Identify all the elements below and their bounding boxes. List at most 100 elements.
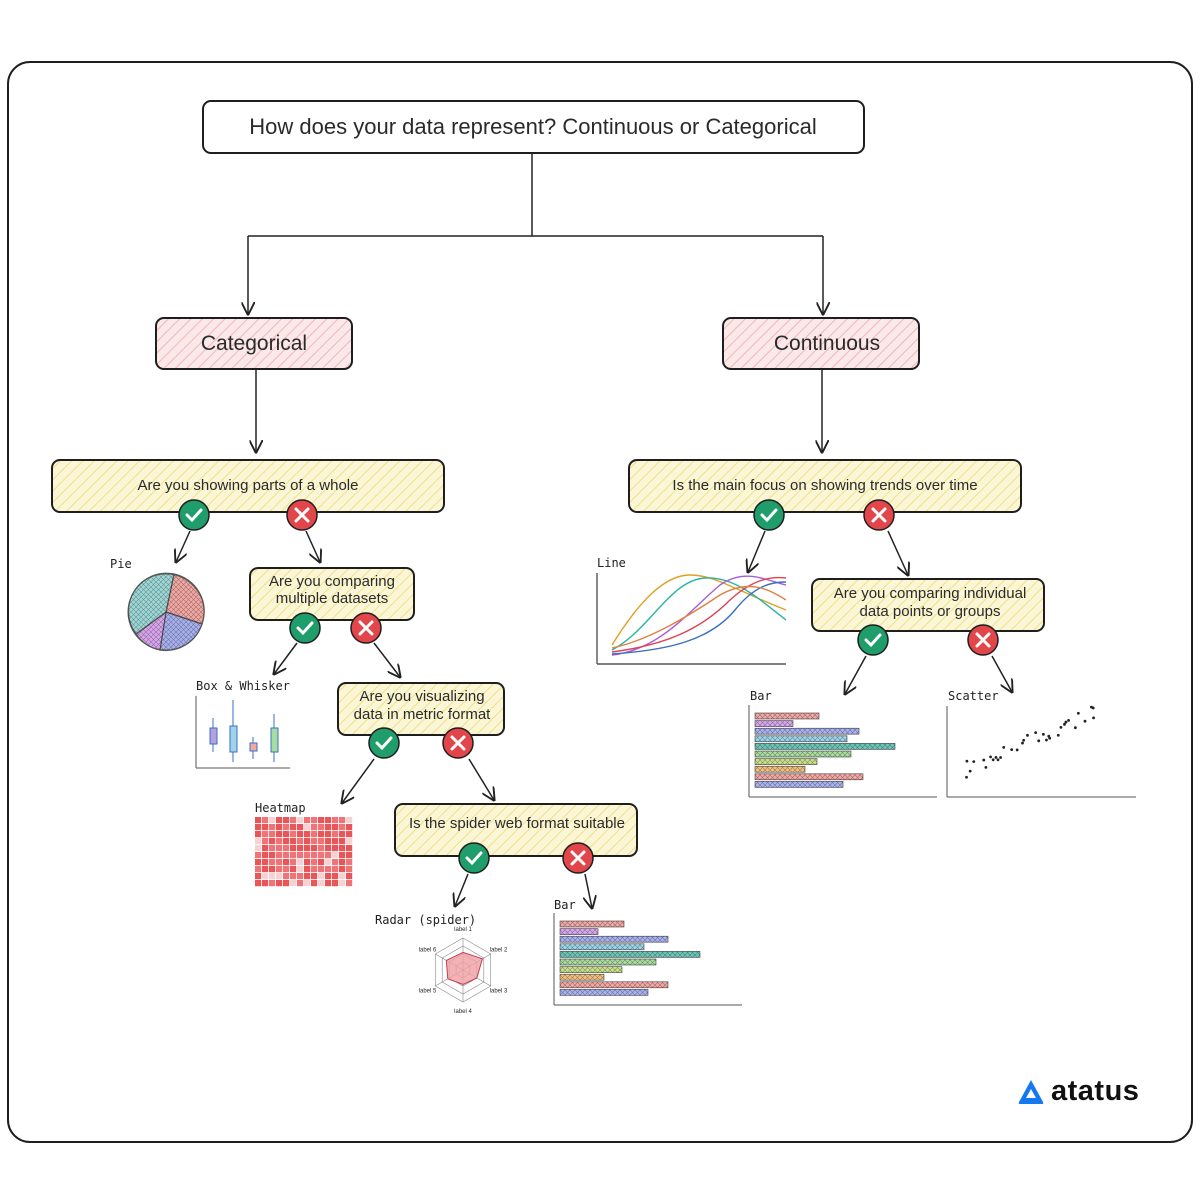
continuous-label: Continuous <box>774 332 880 355</box>
heatmap-cell <box>346 873 353 880</box>
bar-hatch <box>755 773 863 780</box>
heatmap-cell <box>311 866 318 873</box>
heatmap-cell <box>311 859 318 866</box>
heatmap-cell <box>346 838 353 845</box>
heatmap-cell <box>276 859 283 866</box>
heatmap-cell <box>283 859 290 866</box>
heatmap-cell <box>318 880 325 887</box>
heatmap-cell <box>304 866 311 873</box>
heatmap-cell <box>255 880 262 887</box>
scatter-point <box>1073 726 1077 730</box>
heatmap-cell <box>304 824 311 831</box>
heatmap-cell <box>255 852 262 859</box>
heatmap-cell <box>311 838 318 845</box>
cross-icon <box>562 842 594 874</box>
heatmap-cell <box>332 859 339 866</box>
bar-hatch <box>755 758 817 765</box>
scatter-point <box>972 760 976 764</box>
question-text-line1: Are you comparing <box>269 573 395 590</box>
continuous-box: Continuous <box>722 317 920 370</box>
heatmap-cell <box>269 866 276 873</box>
heatmap-cell <box>297 866 304 873</box>
radar-axis-label: label 4 <box>454 1009 472 1015</box>
heatmap-cell <box>290 859 297 866</box>
bar-hatch <box>560 966 622 973</box>
scatter-label: Scatter <box>948 689 999 703</box>
scatter-point <box>1059 725 1063 729</box>
scatter-point <box>1026 733 1029 737</box>
heatmap-cell <box>332 838 339 845</box>
heatmap-cell <box>318 831 325 838</box>
heatmap-cell <box>339 838 346 845</box>
heatmap-cell <box>311 852 318 859</box>
line-label: Line <box>597 556 626 570</box>
cross-icon <box>863 499 895 531</box>
scatter-chart-thumbnail <box>946 705 1136 798</box>
heatmap-cell <box>332 817 339 824</box>
cross-icon <box>442 727 474 759</box>
heatmap-cell <box>346 859 353 866</box>
question-metric-format: Are you visualizing data in metric forma… <box>337 682 505 736</box>
scatter-point <box>1091 706 1095 710</box>
heatmap-cell <box>283 845 290 852</box>
heatmap-cell <box>276 845 283 852</box>
heatmap-cell <box>269 873 276 880</box>
bar-hatch <box>755 720 793 727</box>
check-icon <box>289 612 321 644</box>
heatmap-cell <box>269 831 276 838</box>
bar-hatch <box>560 974 604 981</box>
heatmap-cell <box>304 838 311 845</box>
bar-chart-thumbnail-categorical <box>553 913 742 1006</box>
heatmap-cell <box>297 852 304 859</box>
heatmap-cell <box>283 817 290 824</box>
scatter-point <box>1045 738 1048 742</box>
root-question-box: How does your data represent? Continuous… <box>202 100 865 154</box>
heatmap-cell <box>304 880 311 887</box>
pie-chart-thumbnail <box>127 572 205 652</box>
arrows-q1 <box>176 530 320 562</box>
heatmap-cell <box>290 873 297 880</box>
heatmap-cell <box>332 831 339 838</box>
heatmap-cell <box>262 852 269 859</box>
heatmap-cell <box>346 831 353 838</box>
heatmap-cell <box>325 873 332 880</box>
heatmap-cell <box>311 845 318 852</box>
heatmap-cell <box>339 852 346 859</box>
heatmap-cell <box>269 880 276 887</box>
scatter-point <box>1067 718 1070 722</box>
bar-hatch <box>755 713 819 719</box>
box-whisker-thumbnail <box>195 696 290 769</box>
heatmap-cell <box>311 880 318 887</box>
heatmap-cell <box>262 824 269 831</box>
question-text: Is the main focus on showing trends over… <box>672 477 977 494</box>
bar-hatch <box>755 766 805 773</box>
scatter-point <box>1022 738 1026 742</box>
heatmap-cell <box>297 817 304 824</box>
heatmap-cell <box>290 845 297 852</box>
heatmap-cell <box>311 873 318 880</box>
heatmap-cell <box>297 838 304 845</box>
heatmap-cell <box>276 817 283 824</box>
heatmap-cell <box>297 845 304 852</box>
heatmap-cell <box>346 866 353 873</box>
scatter-point <box>989 755 992 759</box>
heatmap-cell <box>269 824 276 831</box>
scatter-point <box>1048 736 1052 740</box>
heatmap-cell <box>346 824 353 831</box>
check-icon <box>458 842 490 874</box>
heatmap-cell <box>276 824 283 831</box>
heatmap-cell <box>325 866 332 873</box>
bar-hatch <box>560 936 668 943</box>
heatmap-cell <box>332 873 339 880</box>
heatmap-cell <box>255 817 262 824</box>
heatmap-cell <box>304 852 311 859</box>
heatmap-cell <box>339 817 346 824</box>
bar-hatch <box>755 751 851 757</box>
heatmap-cell <box>255 873 262 880</box>
heatmap-cell <box>255 859 262 866</box>
heatmap-cell <box>297 880 304 887</box>
heatmap-cell <box>318 873 325 880</box>
bar-hatch <box>755 781 843 788</box>
heatmap-cell <box>255 866 262 873</box>
heatmap-cell <box>346 880 353 887</box>
